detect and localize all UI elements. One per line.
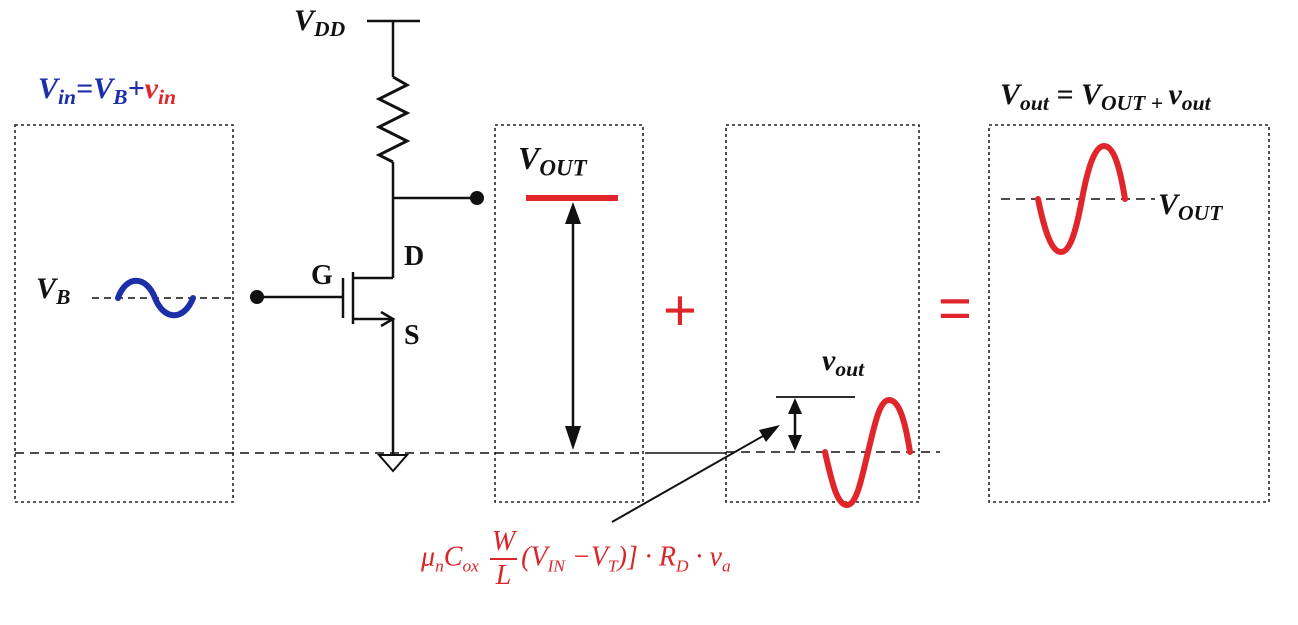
vin-equation: Vin=VB+vin xyxy=(38,72,177,110)
resistor-rd xyxy=(375,75,411,164)
vout-dc-label: VOUT xyxy=(518,140,587,181)
vb-label: VB xyxy=(36,272,71,310)
ground-symbol xyxy=(376,454,410,473)
input-box xyxy=(14,124,234,503)
formula-pointer-head xyxy=(759,425,780,442)
vout-ac-arrow-bottom xyxy=(788,435,802,451)
vout-ac-label: vout xyxy=(822,344,865,382)
input-sine-wave xyxy=(115,277,196,319)
ac-output-box xyxy=(725,124,920,503)
vout-right-label: VOUT xyxy=(1158,188,1223,226)
ac-output-sine-wave xyxy=(822,396,913,509)
vout-arrow-top xyxy=(565,202,581,224)
dc-output-box xyxy=(494,124,644,503)
source-label: S xyxy=(404,320,420,351)
w-over-l-fraction: W L xyxy=(489,526,518,591)
gate-label: G xyxy=(311,260,333,291)
gain-formula: μnCox W L (VIN −VT)] · RD · va xyxy=(421,526,731,591)
formula-pointer xyxy=(611,431,771,523)
total-output-sine-wave xyxy=(1035,142,1128,256)
vdd-label: VDD xyxy=(294,4,346,42)
plus-operator: + xyxy=(663,278,697,343)
vout-total-equation: Vout = VOUT + vout xyxy=(1000,78,1211,116)
drain-label: D xyxy=(404,241,425,272)
vout-arrow-bottom xyxy=(565,426,581,450)
output-node xyxy=(470,191,484,205)
total-output-box xyxy=(988,124,1270,503)
equals-operator: = xyxy=(938,276,972,341)
vout-ac-arrow-top xyxy=(788,398,802,414)
gate-node xyxy=(250,290,264,304)
